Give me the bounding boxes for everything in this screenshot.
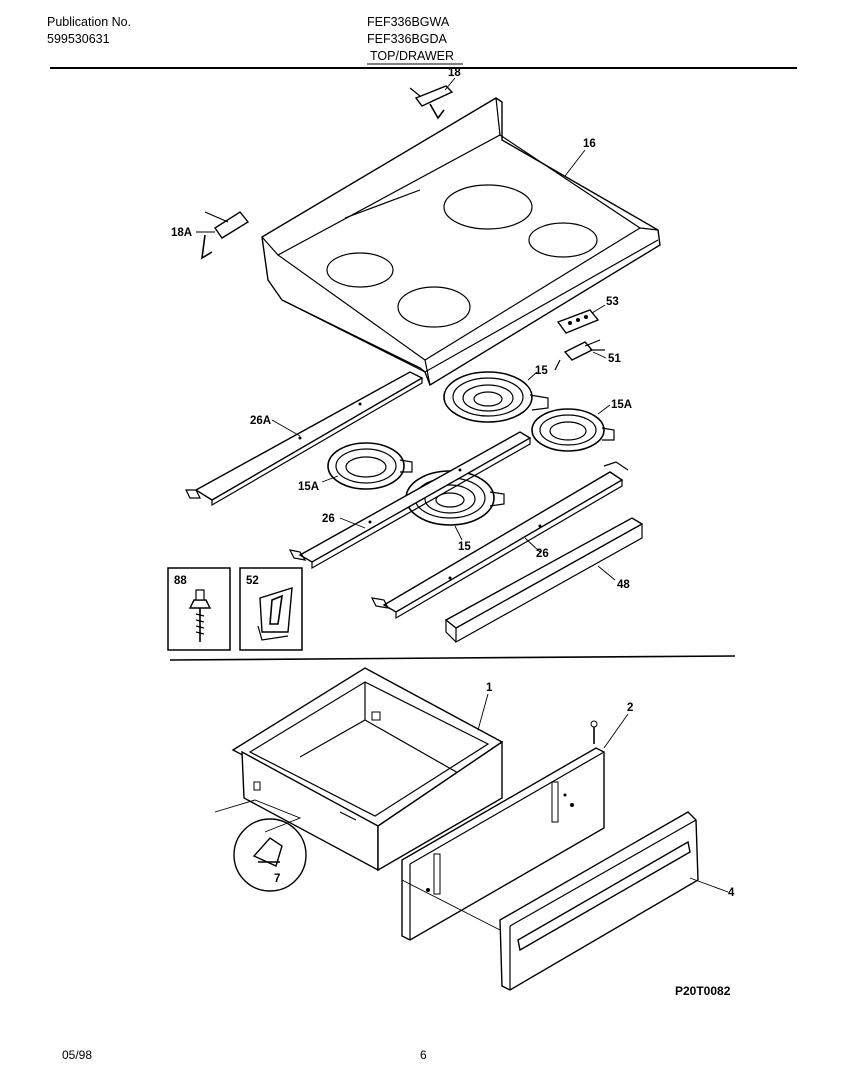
front-trim-48 <box>444 517 644 644</box>
drawer-front-4 <box>499 811 699 991</box>
footer-page-number: 6 <box>420 1048 427 1062</box>
cooktop-element-front-right <box>528 222 598 258</box>
surface-element-15a-left <box>327 442 413 490</box>
support-rail-26-left <box>288 431 532 570</box>
callout-26-right: 26 <box>536 548 549 560</box>
section-title: TOP/DRAWER <box>370 49 455 63</box>
model-number-1: FEF336BGWA <box>367 15 450 29</box>
cooktop-element-rear-right <box>443 184 533 230</box>
callout-15a-right: 15A <box>611 399 632 411</box>
switch-51 <box>554 339 605 371</box>
callout-2: 2 <box>627 702 633 714</box>
footer-date: 05/98 <box>62 1048 93 1062</box>
cooktop-element-front-left <box>397 286 471 328</box>
callout-7: 7 <box>274 873 280 885</box>
callout-26-left: 26 <box>322 513 335 525</box>
hinge-bracket-18 <box>409 85 454 120</box>
callout-53: 53 <box>606 296 619 308</box>
surface-element-15a-right <box>531 408 615 452</box>
cooktop-element-rear-left <box>326 252 394 288</box>
publication-label: Publication No. <box>47 15 132 29</box>
drawing-id: P20T0082 <box>675 984 731 998</box>
support-rail-26a <box>185 371 424 507</box>
drawer-panel-2 <box>401 720 605 941</box>
callout-15a-left: 15A <box>298 481 319 493</box>
support-rail-26-right <box>370 461 629 620</box>
callout-15-bottom: 15 <box>458 541 471 553</box>
callout-18a: 18A <box>171 227 192 239</box>
publication-number: 599530631 <box>47 32 110 46</box>
cooktop-part-16 <box>261 97 661 387</box>
callout-4: 4 <box>728 887 735 899</box>
callout-18: 18 <box>448 67 461 79</box>
callout-51: 51 <box>608 353 621 365</box>
terminal-block-53 <box>556 309 600 334</box>
model-number-2: FEF336BGDA <box>367 32 447 46</box>
callout-26a: 26A <box>250 415 271 427</box>
section-divider <box>169 655 736 661</box>
inset-box-52 <box>239 567 303 651</box>
hinge-bracket-18a <box>200 211 250 260</box>
inset-label-88: 88 <box>174 575 187 587</box>
callout-15-top: 15 <box>535 365 548 377</box>
drawer-body-1 <box>231 667 504 872</box>
inset-label-52: 52 <box>246 575 259 587</box>
detail-glide-7 <box>233 818 307 892</box>
inset-box-88 <box>167 567 231 651</box>
callout-16: 16 <box>583 138 596 150</box>
callout-48: 48 <box>617 579 630 591</box>
surface-element-15-top <box>443 371 549 423</box>
callout-1: 1 <box>486 682 493 694</box>
